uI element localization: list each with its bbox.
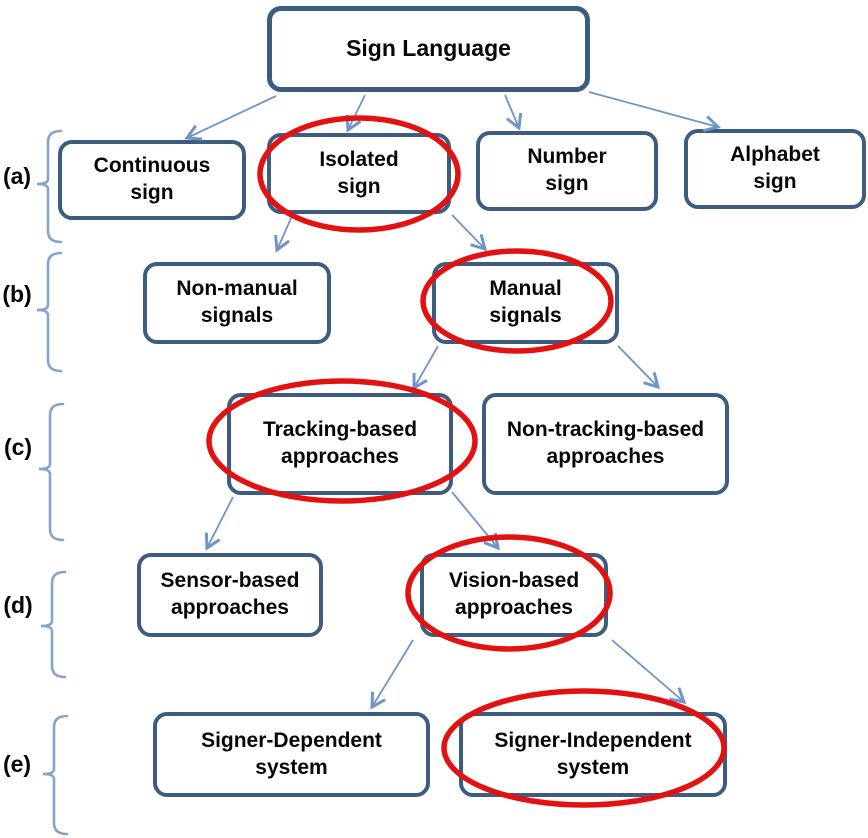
row-label-e: (e) — [2, 751, 32, 777]
arrow-isolated-to-manual — [451, 214, 488, 252]
brace-c — [38, 402, 65, 542]
node-non-manual-signals: Non-manual signals — [143, 262, 331, 344]
node-number-sign: Number sign — [476, 131, 658, 211]
arrow-vision-to-signer-independent — [611, 639, 687, 704]
brace-e — [42, 714, 69, 836]
node-signer-independent: Signer-Independent system — [459, 712, 727, 797]
node-continuous-sign: Continuous sign — [58, 140, 246, 220]
arrow-manual-to-tracking — [412, 345, 439, 391]
arrow-root-to-number — [504, 94, 523, 131]
node-manual-signals: Manual signals — [432, 262, 619, 344]
row-label-a: (a) — [2, 163, 32, 189]
arrow-root-to-isolated — [345, 94, 366, 133]
brace-d — [40, 570, 67, 679]
node-vision-based: Vision-based approaches — [420, 553, 608, 637]
node-isolated-sign: Isolated sign — [267, 133, 451, 214]
node-tracking-based: Tracking-based approaches — [227, 393, 453, 495]
arrow-isolated-to-non-manual — [274, 215, 293, 253]
row-label-b: (b) — [2, 281, 32, 307]
arrow-manual-to-non-tracking — [617, 345, 661, 390]
brace-b — [36, 251, 63, 373]
node-non-tracking-based: Non-tracking-based approaches — [482, 393, 729, 495]
node-sensor-based: Sensor-based approaches — [137, 553, 323, 637]
node-signer-dependent: Signer-Dependent system — [153, 712, 430, 797]
node-alphabet-sign: Alphabet sign — [684, 129, 866, 209]
node-sign-language: Sign Language — [267, 6, 590, 92]
arrow-tracking-to-sensor — [204, 496, 234, 551]
arrow-vision-to-signer-dependent — [370, 639, 414, 710]
arrow-root-to-alphabet — [588, 91, 721, 133]
row-label-d: (d) — [3, 592, 33, 618]
row-label-c: (c) — [3, 434, 33, 460]
arrow-tracking-to-vision — [451, 491, 500, 551]
arrow-root-to-continuous — [184, 95, 277, 141]
